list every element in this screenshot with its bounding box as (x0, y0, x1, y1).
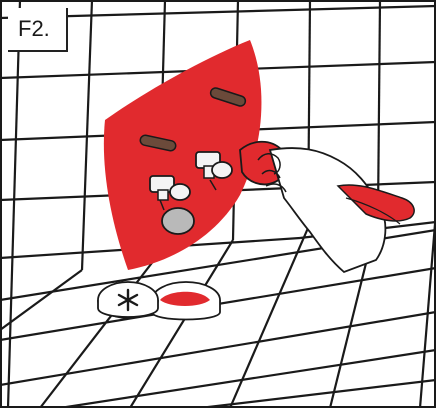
sealant-container (151, 281, 221, 321)
cover-disc (161, 207, 195, 235)
valve-upper (195, 151, 233, 191)
step-label: F2. (8, 8, 68, 52)
pipe-stub-left (139, 134, 177, 152)
valve-lower (149, 175, 191, 211)
pipe-stub-top (209, 87, 247, 107)
asterisk-icon (117, 288, 139, 312)
sealant-area (103, 40, 262, 270)
hand-with-cloth (239, 140, 415, 274)
step-label-text: F2. (18, 16, 50, 41)
